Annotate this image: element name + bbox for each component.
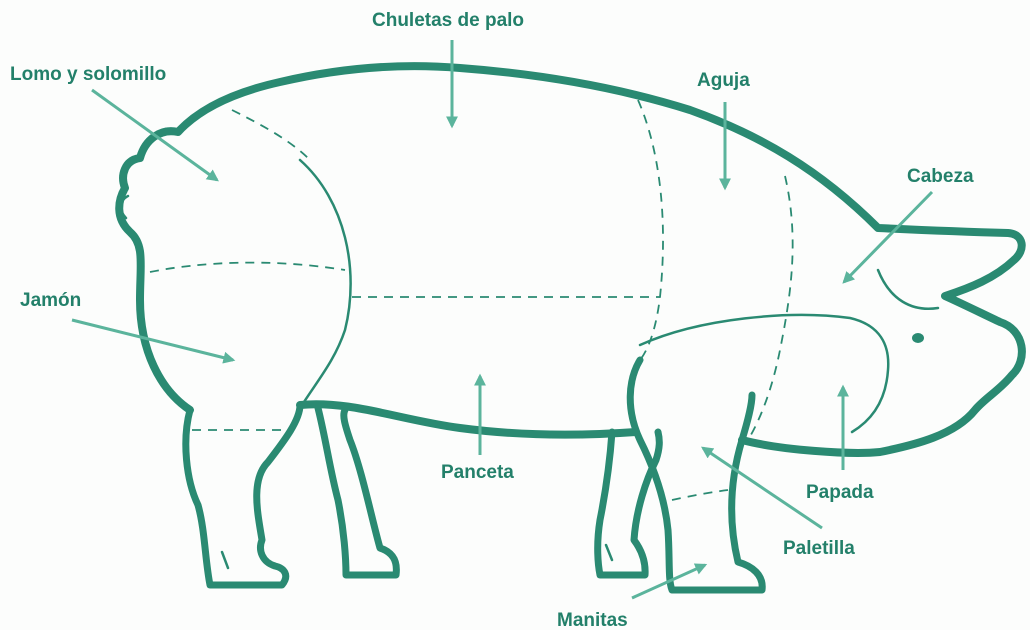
- back-leg-outline: [186, 405, 300, 585]
- cut-line-chuleta-aguja: [638, 100, 663, 360]
- ham-divider: [300, 160, 351, 405]
- label-lomo-y-solomillo: Lomo y solomillo: [10, 64, 166, 85]
- labels: Chuletas de palo Lomo y solomillo Aguja …: [10, 10, 974, 630]
- ear: [878, 270, 938, 309]
- arrow-paletilla: [703, 448, 822, 528]
- pig-body-outline: [119, 66, 1022, 453]
- hoof-slit-front-far: [606, 545, 612, 560]
- hoof-slit-back: [222, 552, 228, 568]
- back-far-leg-outline: [318, 408, 396, 575]
- shoulder-divider: [640, 315, 888, 432]
- label-chuletas-de-palo: Chuletas de palo: [372, 10, 524, 31]
- cut-line-manitas: [672, 490, 728, 500]
- label-panceta: Panceta: [441, 462, 514, 483]
- label-aguja: Aguja: [697, 70, 750, 91]
- label-manitas: Manitas: [557, 610, 628, 630]
- arrow-lomo: [92, 90, 217, 180]
- label-jamon: Jamón: [20, 290, 81, 311]
- label-paletilla: Paletilla: [783, 538, 855, 559]
- cut-line-ham-horizontal: [150, 263, 345, 272]
- label-cabeza: Cabeza: [907, 166, 974, 187]
- label-papada: Papada: [806, 482, 874, 503]
- eye: [912, 333, 924, 343]
- pig-outline: [119, 66, 1022, 590]
- cut-line-lomo: [232, 110, 310, 160]
